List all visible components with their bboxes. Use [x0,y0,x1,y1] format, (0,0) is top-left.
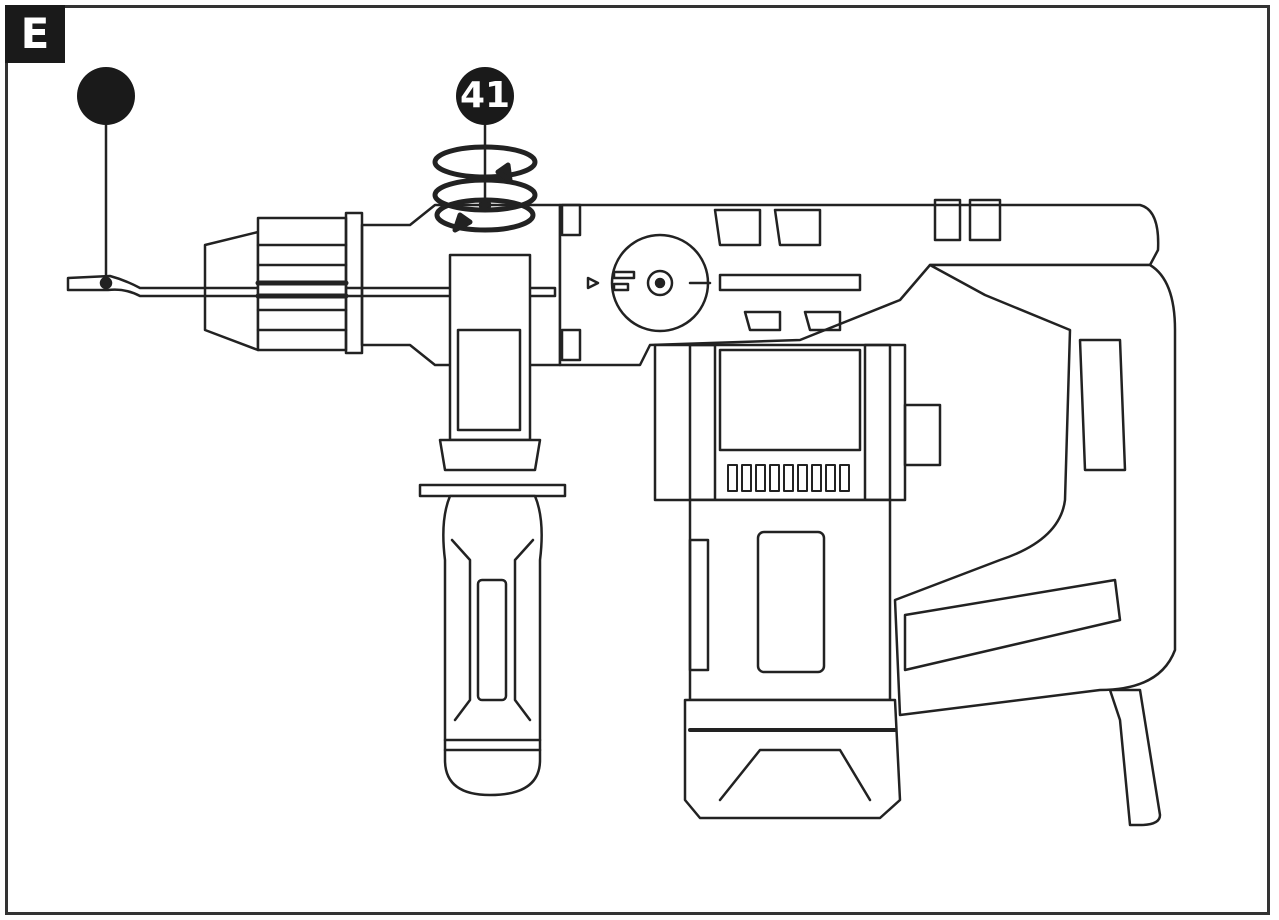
figure-label: E [5,5,65,63]
motor-housing [653,343,942,702]
rotation-arrows [432,144,538,233]
side-handle [418,253,567,797]
motor-end-cap [683,698,902,820]
keyless-chuck [203,203,562,367]
callout-41: 41 [456,67,514,125]
callout-bit [77,67,135,125]
main-handle [893,263,1177,827]
mode-selector-dial [586,233,712,333]
vent-slots [727,464,850,492]
drill-bit [66,274,557,298]
figure-frame [5,5,1270,915]
